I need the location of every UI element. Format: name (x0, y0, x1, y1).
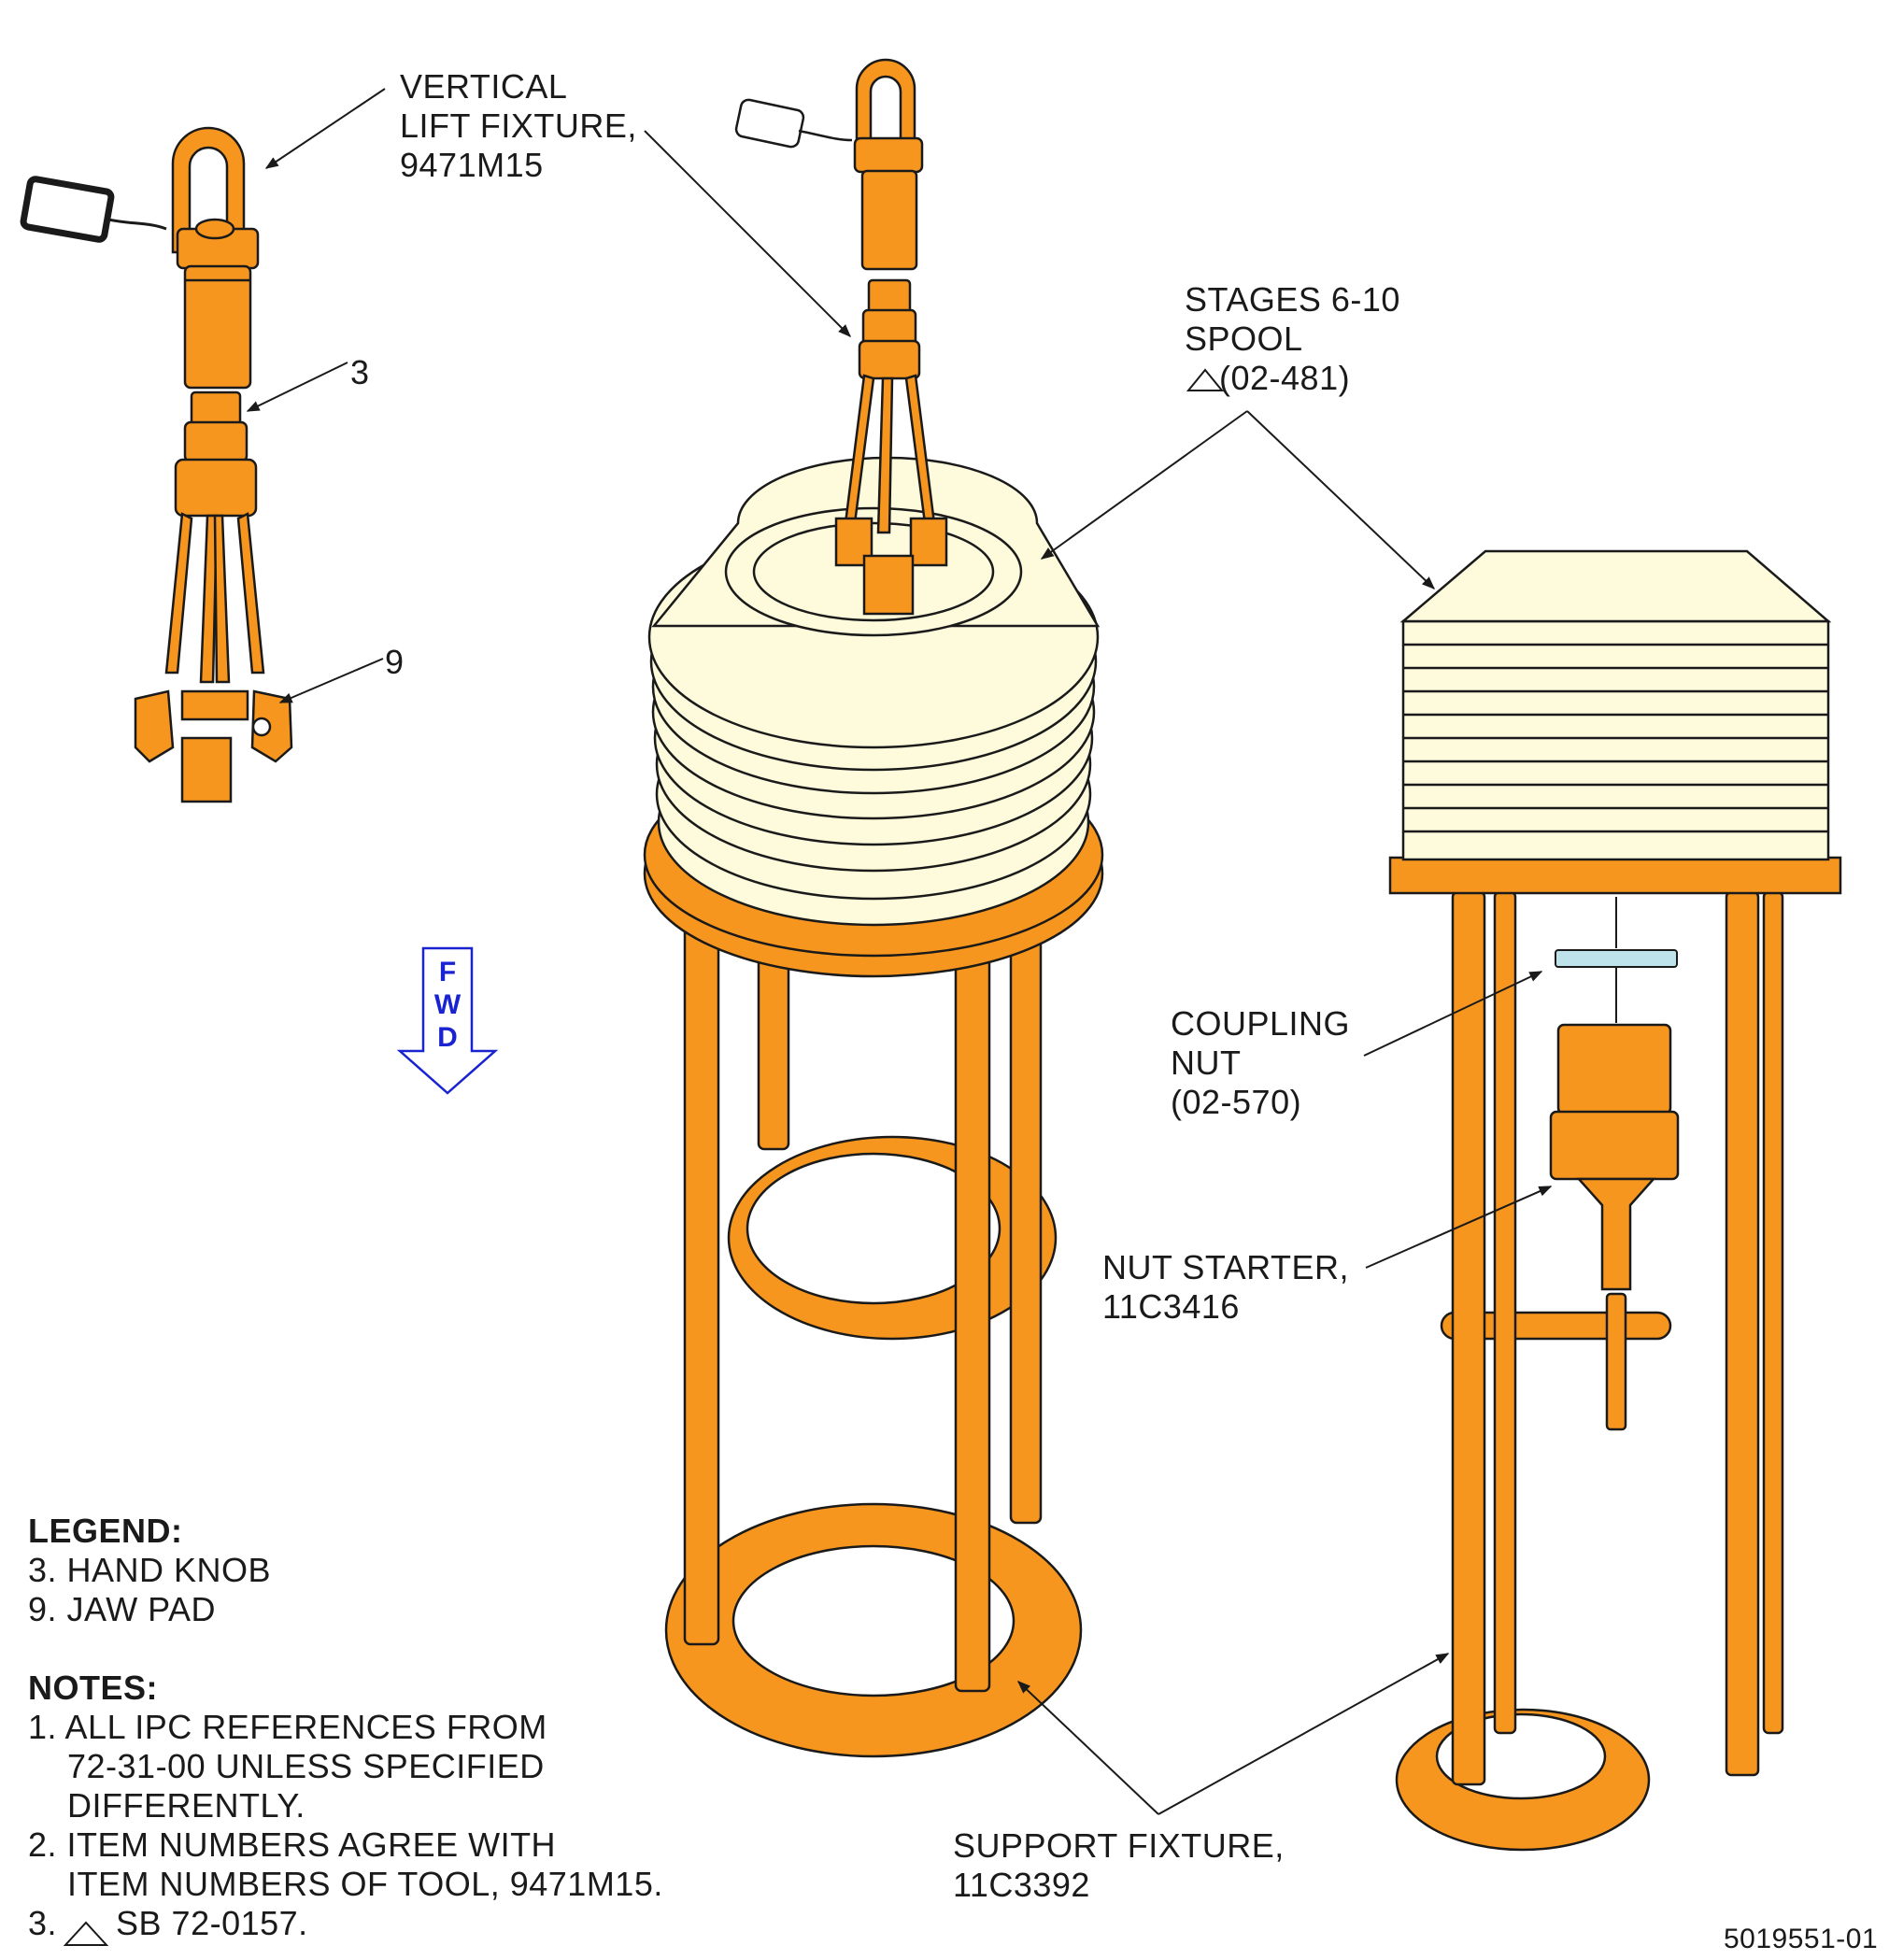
fwd-arrow (396, 946, 499, 1095)
spool-label-line1: STAGES 6-10 (1185, 280, 1400, 319)
spool-label-line2: SPOOL (1185, 320, 1303, 358)
center-support-fixture (643, 752, 1104, 1758)
fwd-letter-d: D (437, 1022, 458, 1053)
support-fixture-label-line2: 11C3392 (953, 1866, 1090, 1904)
support-fixture-label-line1: SUPPORT FIXTURE, (953, 1826, 1285, 1865)
spool-label-line3: (02-481) (1219, 359, 1351, 397)
note-line: 1. ALL IPC REFERENCES FROM (28, 1708, 547, 1746)
nut-starter-label-line2: 11C3416 (1102, 1287, 1240, 1326)
coupling-nut-label-line3: (02-570) (1171, 1083, 1302, 1121)
notes-title: NOTES: (28, 1669, 159, 1707)
right-support-fixture (1388, 856, 1842, 1852)
legend-title: LEGEND: (28, 1512, 183, 1550)
right-spool (1399, 549, 1832, 861)
note-line: 72-31-00 UNLESS SPECIFIED (28, 1747, 545, 1785)
lift-fixture-detail (20, 126, 293, 803)
center-spool (647, 456, 1101, 927)
item-9-callout: 9 (385, 643, 405, 681)
item-3-callout: 3 (350, 353, 370, 391)
nut-starter-label-line1: NUT STARTER, (1102, 1248, 1350, 1286)
note-line: ITEM NUMBERS OF TOOL, 9471M15. (28, 1865, 663, 1903)
nut-starter (1549, 1023, 1680, 1431)
vertical-lift-label-line2: LIFT FIXTURE, (400, 107, 637, 145)
fwd-letter-f: F (439, 957, 456, 987)
legend-item: 3. HAND KNOB (28, 1551, 272, 1589)
coupling-nut-label-line1: COUPLING (1171, 1004, 1351, 1043)
coupling-nut-label-line2: NUT (1171, 1044, 1242, 1082)
note-line: 2. ITEM NUMBERS AGREE WITH (28, 1825, 557, 1864)
leader-lines (63, 88, 1553, 1946)
note-line: DIFFERENTLY. (28, 1786, 305, 1825)
center-lift-fixture (734, 58, 948, 616)
coupling-nut (1555, 897, 1678, 1023)
legend-item: 9. JAW PAD (28, 1590, 217, 1628)
vertical-lift-label-line3: 9471M15 (400, 146, 544, 184)
fwd-letter-w: W (434, 989, 462, 1020)
note-line: 3. SB 72-0157. (28, 1904, 308, 1942)
figure-number: 5019551-01 (1724, 1924, 1879, 1954)
vertical-lift-label-line1: VERTICAL (400, 67, 568, 106)
